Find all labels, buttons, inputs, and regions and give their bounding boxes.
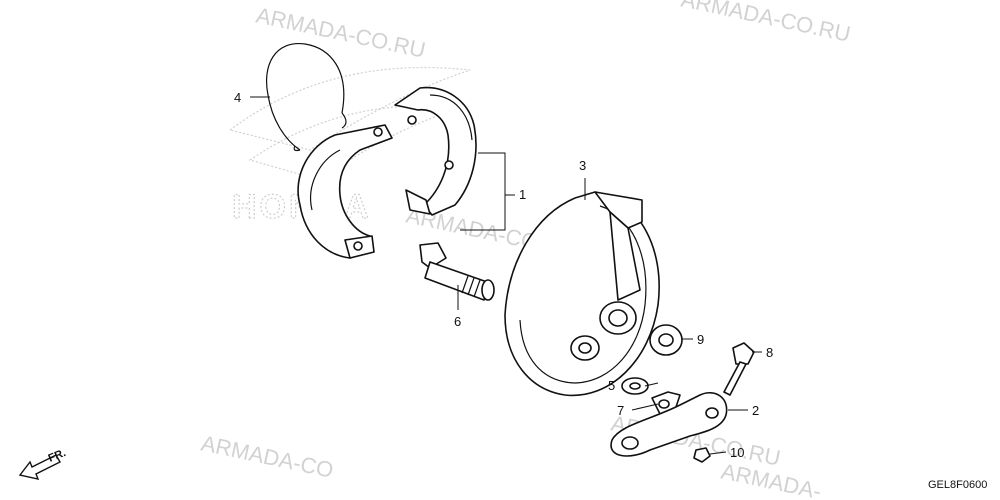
bolt-part xyxy=(723,342,755,396)
seal-part xyxy=(649,324,683,356)
callout-2: 2 xyxy=(752,403,759,418)
brake-cam-part xyxy=(419,242,495,301)
callout-leader xyxy=(631,403,659,411)
watermark-text: ARMADA-CO.RU xyxy=(679,0,853,47)
callout-9: 9 xyxy=(697,332,704,347)
spring-part xyxy=(266,43,347,152)
washer-part xyxy=(621,377,649,395)
callout-1: 1 xyxy=(519,187,526,202)
callout-leader xyxy=(460,152,515,231)
front-arrow-icon xyxy=(18,454,61,480)
brake-shoe-part xyxy=(394,86,477,216)
brake-arm-part xyxy=(610,391,728,457)
front-label: FR. xyxy=(47,447,68,465)
callout-3: 3 xyxy=(579,158,586,173)
callout-10: 10 xyxy=(730,445,744,460)
callout-6: 6 xyxy=(454,314,461,329)
callout-7: 7 xyxy=(617,403,624,418)
callout-5: 5 xyxy=(608,378,615,393)
callout-8: 8 xyxy=(766,345,773,360)
front-direction-marker: FR. xyxy=(18,447,68,480)
brake-panel-part xyxy=(504,191,660,397)
watermark-text: ARMADA-CO xyxy=(199,430,336,482)
diagram-code: GEL8F0600 xyxy=(928,479,987,491)
nut-part xyxy=(693,447,711,463)
callout-leader xyxy=(644,382,659,387)
callout-4: 4 xyxy=(234,90,241,105)
brake-shoe-part xyxy=(297,124,393,259)
callout-leader xyxy=(709,451,727,455)
watermark-text: ARMADA-CO.RU xyxy=(254,2,428,62)
